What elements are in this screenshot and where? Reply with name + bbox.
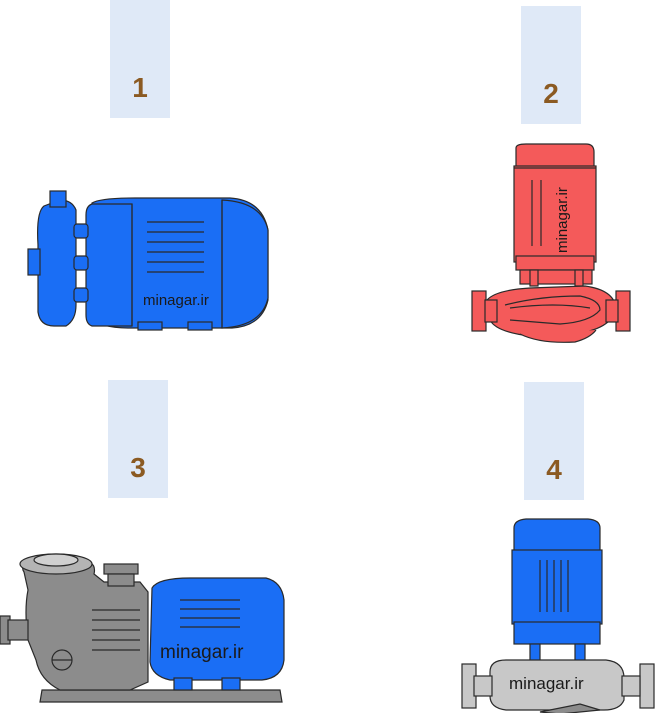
pump-3-fins bbox=[180, 599, 240, 628]
label-number-4: 4 bbox=[546, 454, 562, 485]
label-box-4: 4 bbox=[524, 382, 584, 500]
pump-2-watermark: minagar.ir bbox=[554, 187, 571, 253]
pump-1-fan-cover bbox=[221, 199, 269, 329]
label-number-1: 1 bbox=[132, 72, 148, 103]
pump-4-body bbox=[489, 659, 625, 711]
pump-1-fins bbox=[147, 221, 204, 273]
pump-4-watermark: minagar.ir bbox=[509, 674, 584, 693]
pump-3-base bbox=[39, 689, 283, 703]
pump-3-watermark: minagar.ir bbox=[160, 642, 244, 663]
pump-2-fins bbox=[531, 180, 542, 246]
pump-4-motor bbox=[511, 549, 603, 625]
label-number-3: 3 bbox=[130, 452, 146, 483]
pump-1-watermark: minagar.ir bbox=[143, 292, 209, 309]
pump-2: minagar.ir bbox=[471, 143, 631, 343]
pump-3: minagar.ir bbox=[0, 553, 285, 703]
pump-3-motor bbox=[149, 577, 285, 681]
pump-1-housing bbox=[37, 199, 77, 327]
label-box-1: 1 bbox=[110, 0, 170, 118]
pump-4-fins bbox=[539, 560, 569, 612]
label-box-3: 3 bbox=[108, 380, 168, 498]
pump-2-volute bbox=[486, 285, 617, 337]
pump-4: minagar.ir bbox=[461, 518, 655, 713]
pump-1: minagar.ir bbox=[27, 190, 269, 331]
label-box-2: 2 bbox=[521, 6, 581, 124]
label-number-2: 2 bbox=[543, 78, 559, 109]
pump-3-housing-fins bbox=[92, 609, 140, 651]
